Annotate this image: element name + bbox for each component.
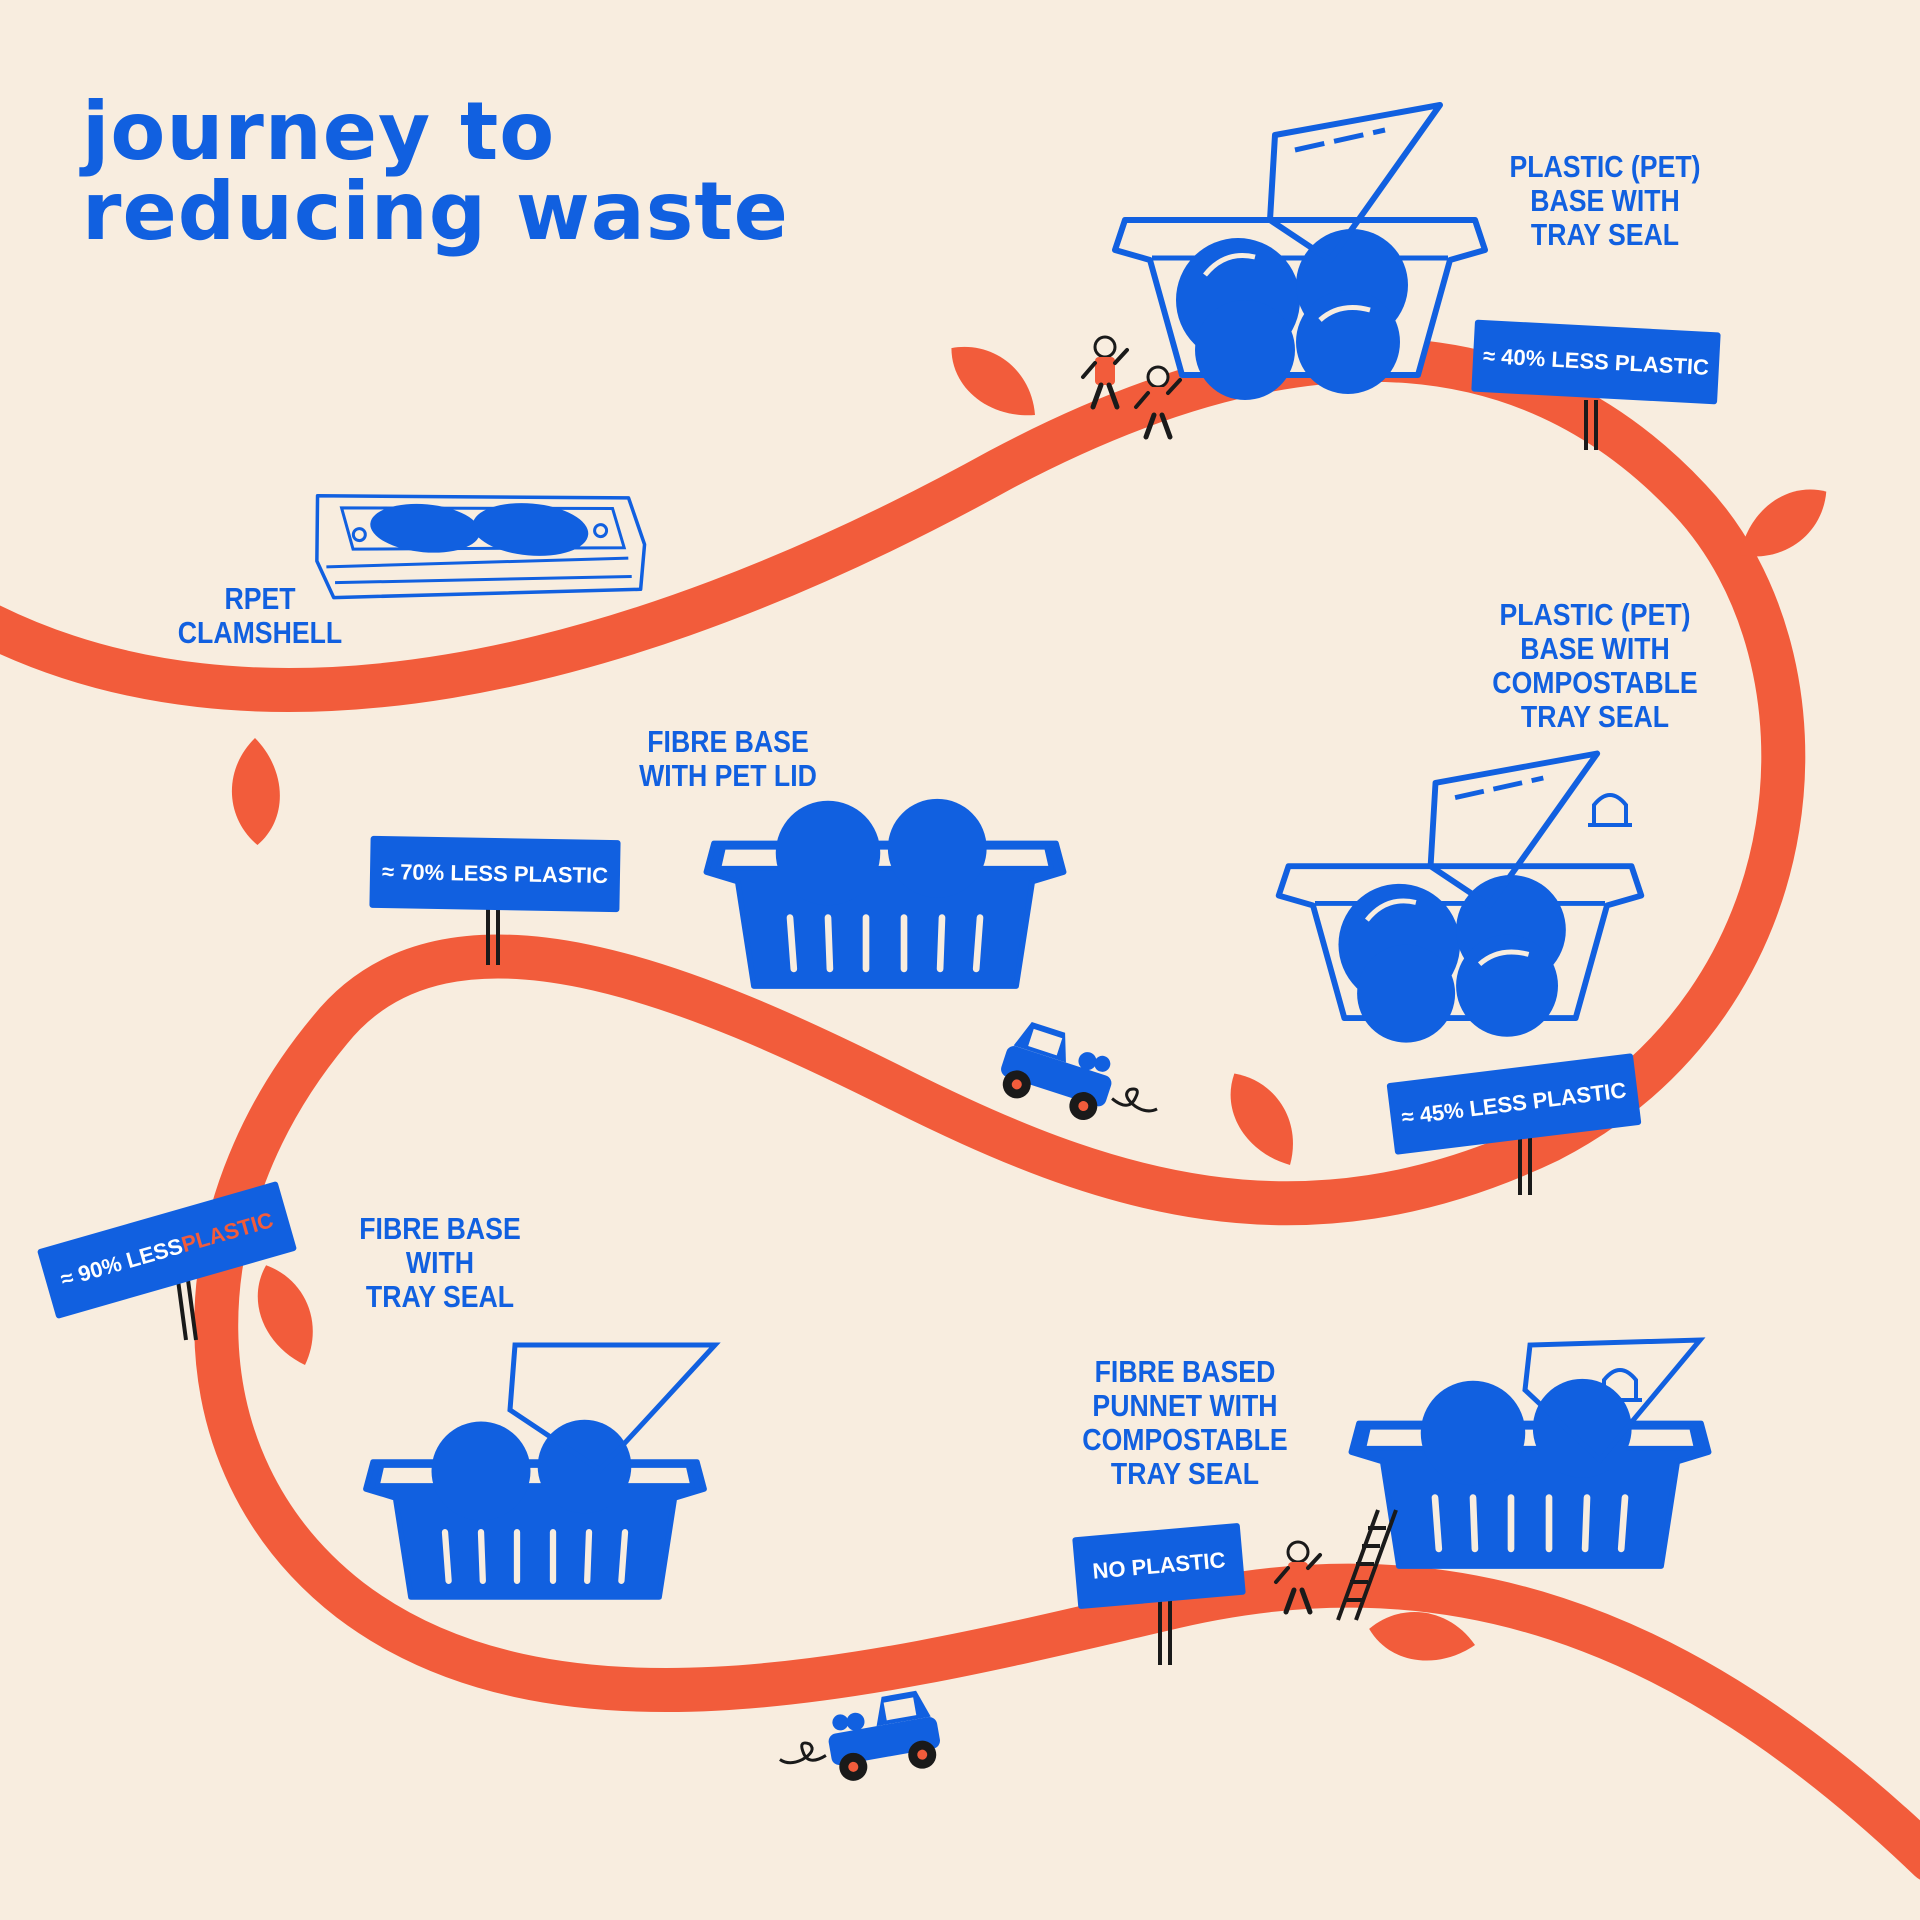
pickup-truck-icon <box>770 1686 946 1795</box>
sign-40-less-plastic: ≈ 40% LESS PLASTIC <box>1471 319 1721 405</box>
leaf-icon <box>1724 478 1842 569</box>
sign-70-less-plastic: ≈ 70% LESS PLASTIC <box>369 835 621 913</box>
ladder-icon <box>1336 1509 1398 1621</box>
stage-label-pet-tray-seal: PLASTIC (PET) BASE WITH TRAY SEAL <box>1509 149 1701 252</box>
sign-posts <box>176 400 1598 1665</box>
title-line-1: journey to <box>82 85 556 178</box>
compostable-lid-icon <box>1588 793 1632 827</box>
tray-with-peeled-seal-icon <box>1279 754 1642 1043</box>
stage-label-rpet-clamshell: RPET CLAMSHELL <box>177 581 343 650</box>
leaf-icon <box>1220 1061 1304 1178</box>
title-line-2: reducing waste <box>82 165 789 258</box>
fibre-punnet-icon <box>706 799 1063 986</box>
stage-label-fibre-tray-seal: FIBRE BASE WITH TRAY SEAL <box>359 1211 521 1314</box>
sign-no-plastic: NO PLASTIC <box>1072 1522 1246 1610</box>
leaf-icon <box>222 735 291 848</box>
page-title: journey to reducing waste <box>82 92 789 252</box>
leaf-icon <box>251 1259 320 1372</box>
fibre-punnet-with-seal-icon <box>1351 1337 1708 1566</box>
rpet-clamshell-icon <box>315 494 647 600</box>
fibre-tray-with-seal-icon <box>366 1342 721 1597</box>
stage-label-pet-compostable-seal: PLASTIC (PET) BASE WITH COMPOSTABLE TRAY… <box>1492 597 1698 734</box>
stage-label-fibre-punnet-compostable: FIBRE BASED PUNNET WITH COMPOSTABLE TRAY… <box>1082 1354 1288 1491</box>
journey-path <box>0 337 1920 1880</box>
leaf-icon <box>940 325 1047 438</box>
stage-label-fibre-pet-lid: FIBRE BASE WITH PET LID <box>639 724 817 793</box>
